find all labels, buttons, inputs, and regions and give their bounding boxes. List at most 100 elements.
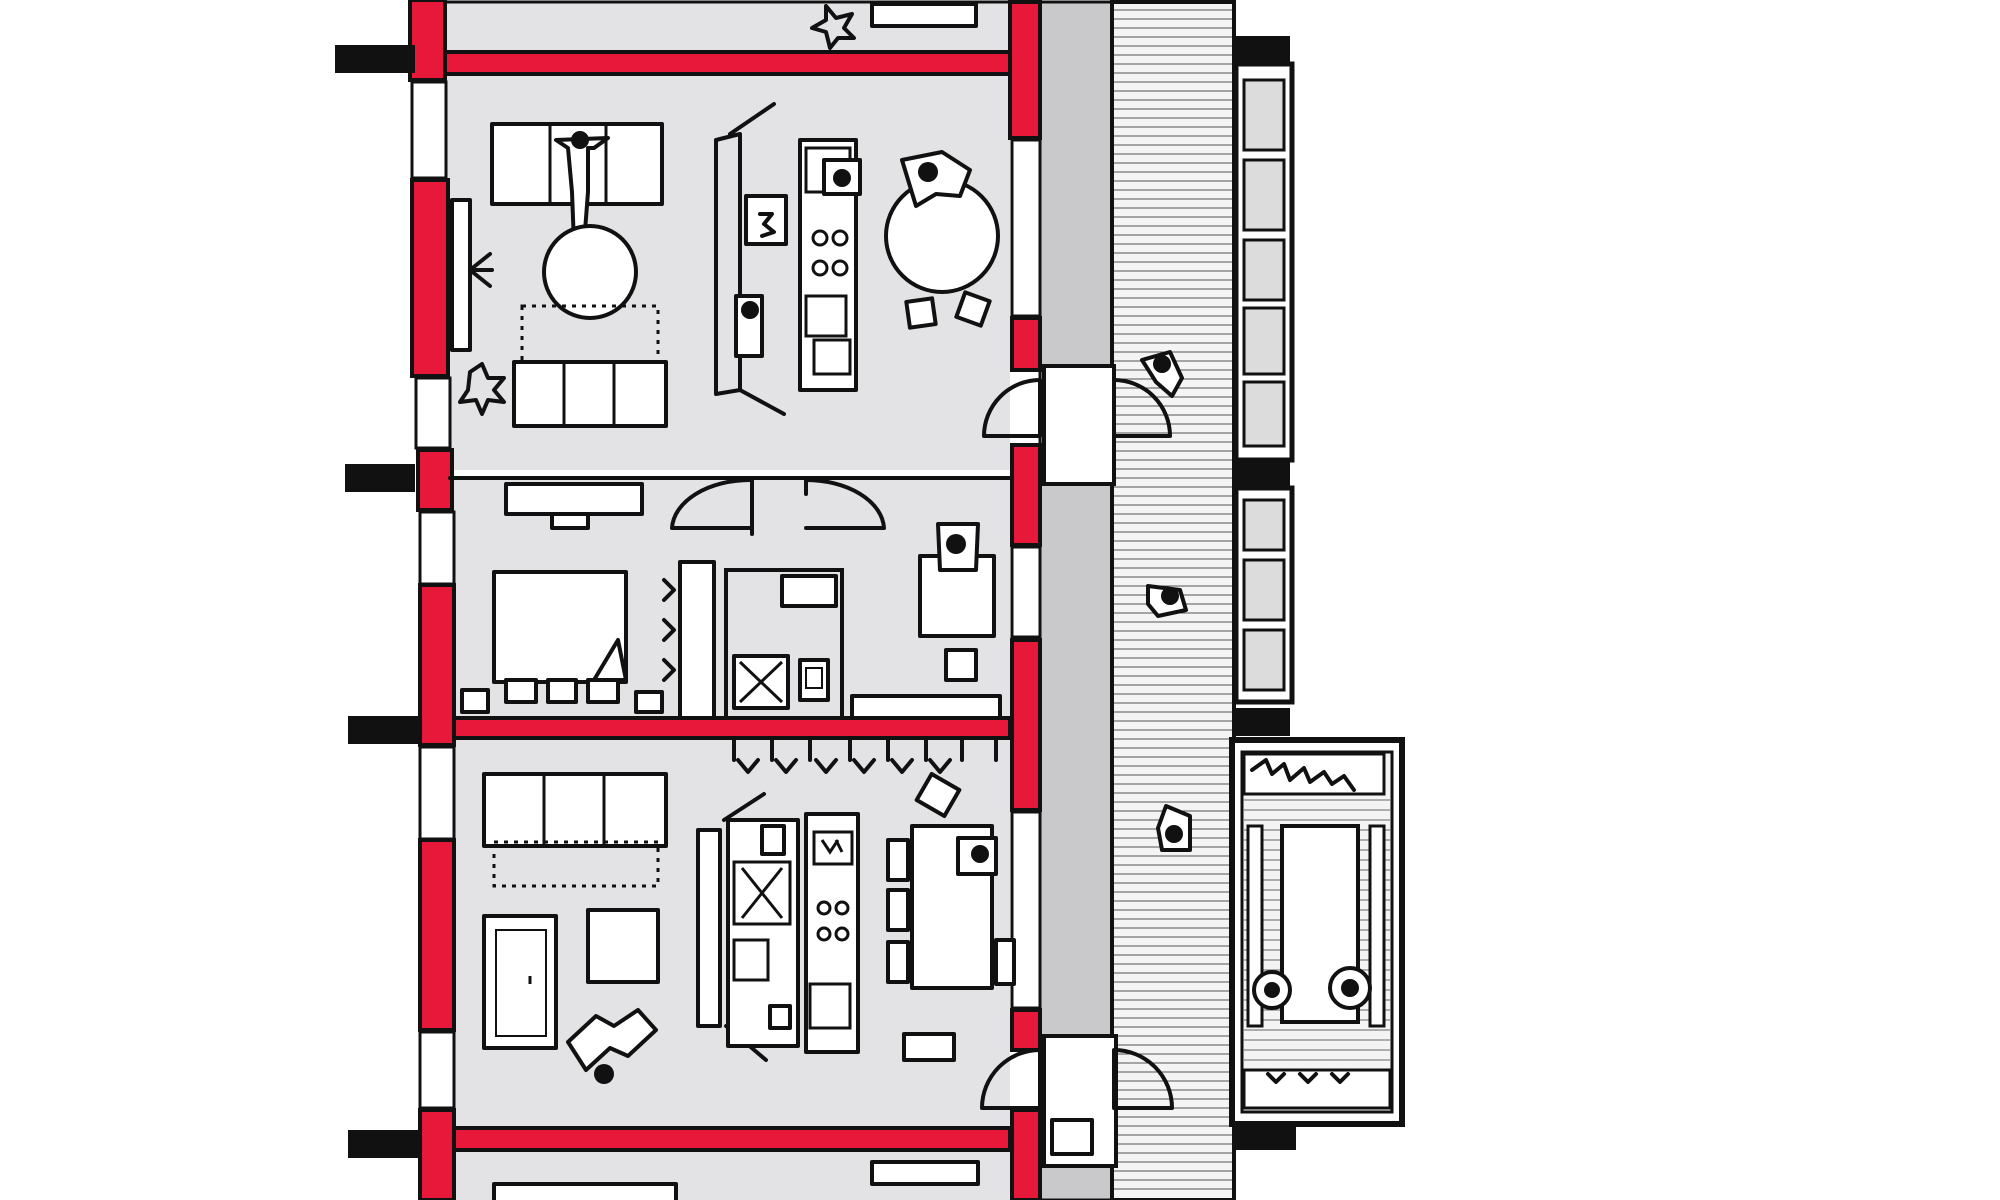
entry-vestibule-1 [1042,364,1116,486]
entry-bench [1050,1118,1094,1156]
chair [954,290,992,328]
ceiling-light-marks [732,736,998,762]
top-desk [870,2,978,28]
east-bracket-2 [1234,462,1290,486]
person-cooking [734,294,764,358]
east-planters [1233,61,1295,705]
west-window-4 [418,745,456,841]
chair [886,940,910,984]
bottom-strip [492,1160,980,1200]
person-at-island [822,158,862,196]
lamp-1 [468,252,494,288]
dining-table-round [884,178,1000,294]
partition-2 [696,828,722,1028]
unit-1-bathroom [724,568,844,720]
coffee-table [586,908,660,984]
party-wall-1 [438,50,1012,76]
pillow [586,678,620,704]
walker-2 [1146,584,1188,618]
unit-2-kitchen [722,772,1016,1062]
balcony-plants [1250,758,1356,792]
chair-tilted [914,772,962,818]
double-bed [492,570,628,684]
east-window-2 [1010,545,1042,639]
door-swing-1 [982,378,1042,438]
stool [944,648,978,682]
nightstand [634,690,664,714]
east-column-4 [1010,638,1042,812]
rug-outline [492,840,660,888]
planter-cell [1242,306,1286,376]
east-column-6 [1010,1108,1042,1200]
bench [850,694,1002,720]
unit-1-bedroom [448,476,1012,720]
west-bracket-4 [348,1130,420,1158]
closet-marks [662,578,676,682]
planter-cell [1242,78,1286,152]
west-bracket-1 [335,45,415,73]
planter-cell [1242,158,1286,232]
closet [678,560,716,720]
people-on-boardwalk [1140,350,1192,852]
counter-left [726,818,800,1048]
east-windows [1010,138,1042,1010]
east-bracket-1 [1234,36,1290,62]
party-wall-2 [446,716,1012,740]
unit-1-study [850,522,1002,720]
top-plant [810,4,856,50]
west-window-1 [410,80,448,180]
chair [904,296,938,330]
corridor-strip [1038,0,1114,1200]
east-column-3 [1010,443,1042,547]
round-coffee-table [542,224,638,320]
bottom-sofa [492,1182,678,1200]
unit-2-entry [980,1034,1174,1168]
planter-cell [1242,380,1286,448]
balcony-terrace [1229,737,1405,1127]
deck-planks [1114,9,1232,1190]
plant-1 [458,362,506,416]
chair [994,938,1016,986]
kitchen-door-swing [728,102,786,416]
top-strip-furniture [810,2,978,50]
nightstand [460,688,490,714]
person-at-dining [900,150,972,208]
west-bracket-3 [348,716,418,744]
corridor [1038,0,1114,1200]
pillow [546,678,578,704]
tv-unit [450,198,472,352]
west-column-3 [416,448,454,512]
west-window-5 [418,1030,456,1110]
boardwalk [1110,0,1236,1200]
east-column-5 [1010,1008,1042,1052]
walker-3 [1156,804,1192,852]
dresser [504,482,644,516]
west-window-2 [414,376,452,450]
door-swing-3 [980,1048,1042,1110]
west-column-4 [418,583,456,747]
person-standing [554,131,610,246]
unit-2-living [482,736,998,1084]
chair [886,838,910,882]
chair [886,888,910,932]
west-column-2 [410,178,450,378]
door-swing-2 [1112,378,1172,438]
wash-basin [780,574,838,608]
bath-door-swing [670,477,886,530]
person-on-balcony [1252,966,1372,1010]
unit-1-kitchen [714,102,1000,416]
planter-cell [1242,628,1286,692]
party-wall-3 [444,1126,1012,1152]
west-windows [410,80,456,1110]
unit-1-entry [982,364,1172,486]
person-at-table [956,836,998,876]
balcony-lower-marks [1266,1072,1350,1084]
door-swing-4 [1112,1048,1174,1110]
planter-cell [1242,498,1286,552]
west-column-5 [418,838,456,1032]
west-column-1 [408,0,447,82]
balcony-bench-right [1368,824,1386,1028]
person-lounging [566,1008,658,1084]
west-window-3 [418,510,456,586]
